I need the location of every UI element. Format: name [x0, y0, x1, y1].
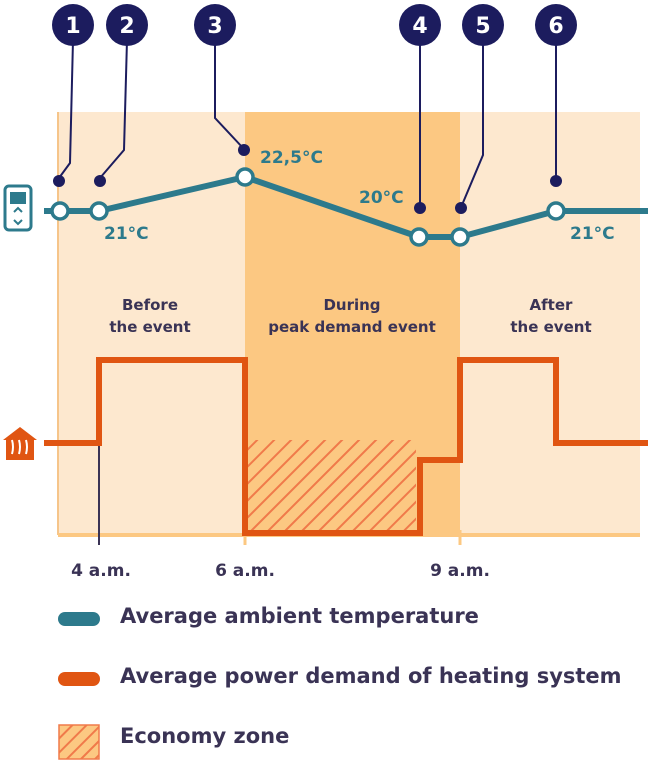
heater-house-icon	[3, 427, 37, 460]
temp-node-1	[50, 201, 70, 221]
temperature-nodes	[50, 167, 566, 247]
temp-label-end: 21°C	[570, 224, 615, 244]
marker-3: 3	[194, 4, 236, 46]
marker-6: 6	[535, 4, 577, 46]
economy-zone	[248, 440, 416, 531]
time-label-4am: 4 a.m.	[71, 561, 131, 581]
legend-item-economy: Economy zone	[58, 720, 648, 780]
phase-before-line1: Before	[122, 296, 178, 314]
temp-node-5	[450, 227, 470, 247]
phase-during-line1: During	[323, 296, 380, 314]
legend: Average ambient temperature Average powe…	[58, 600, 648, 780]
callout-pointers	[58, 39, 557, 206]
time-label-9am: 9 a.m.	[430, 561, 490, 581]
temp-node-3	[235, 167, 255, 187]
temp-node-6	[546, 201, 566, 221]
legend-swatch-temperature	[58, 612, 100, 626]
legend-swatch-power	[58, 672, 100, 686]
svg-text:3: 3	[207, 14, 222, 39]
legend-item-power: Average power demand of heating system	[58, 660, 648, 720]
time-label-6am: 6 a.m.	[215, 561, 275, 581]
temp-node-2	[89, 201, 109, 221]
thermostat-icon	[3, 184, 33, 232]
temp-label-peak: 22,5°C	[260, 148, 323, 168]
marker-5: 5	[462, 4, 504, 46]
temp-node-4	[409, 227, 429, 247]
legend-item-temperature: Average ambient temperature	[58, 600, 648, 660]
svg-text:4: 4	[412, 14, 427, 39]
legend-swatch-economy	[58, 724, 100, 760]
legend-label-power: Average power demand of heating system	[120, 664, 622, 688]
marker-4: 4	[399, 4, 441, 46]
svg-text:2: 2	[119, 14, 134, 39]
power-demand-line	[44, 357, 648, 536]
legend-label-economy: Economy zone	[120, 724, 290, 748]
legend-label-temperature: Average ambient temperature	[120, 604, 479, 628]
phase-after-line2: the event	[510, 318, 591, 336]
peak-demand-diagram: 1 2 3 4 5 6 21°C 22,5°C 20°C 21°C Before…	[3, 4, 648, 581]
marker-1: 1	[52, 4, 94, 46]
phase-during-line2: peak demand event	[268, 318, 436, 336]
svg-text:6: 6	[548, 14, 563, 39]
marker-2: 2	[106, 4, 148, 46]
svg-text:5: 5	[475, 14, 490, 39]
zone-after	[460, 112, 640, 535]
callout-dots	[53, 144, 562, 214]
phase-before-line2: the event	[109, 318, 190, 336]
temp-label-start: 21°C	[104, 224, 149, 244]
phase-after-line1: After	[530, 296, 573, 314]
temp-label-low: 20°C	[359, 188, 404, 208]
svg-text:1: 1	[65, 14, 80, 39]
